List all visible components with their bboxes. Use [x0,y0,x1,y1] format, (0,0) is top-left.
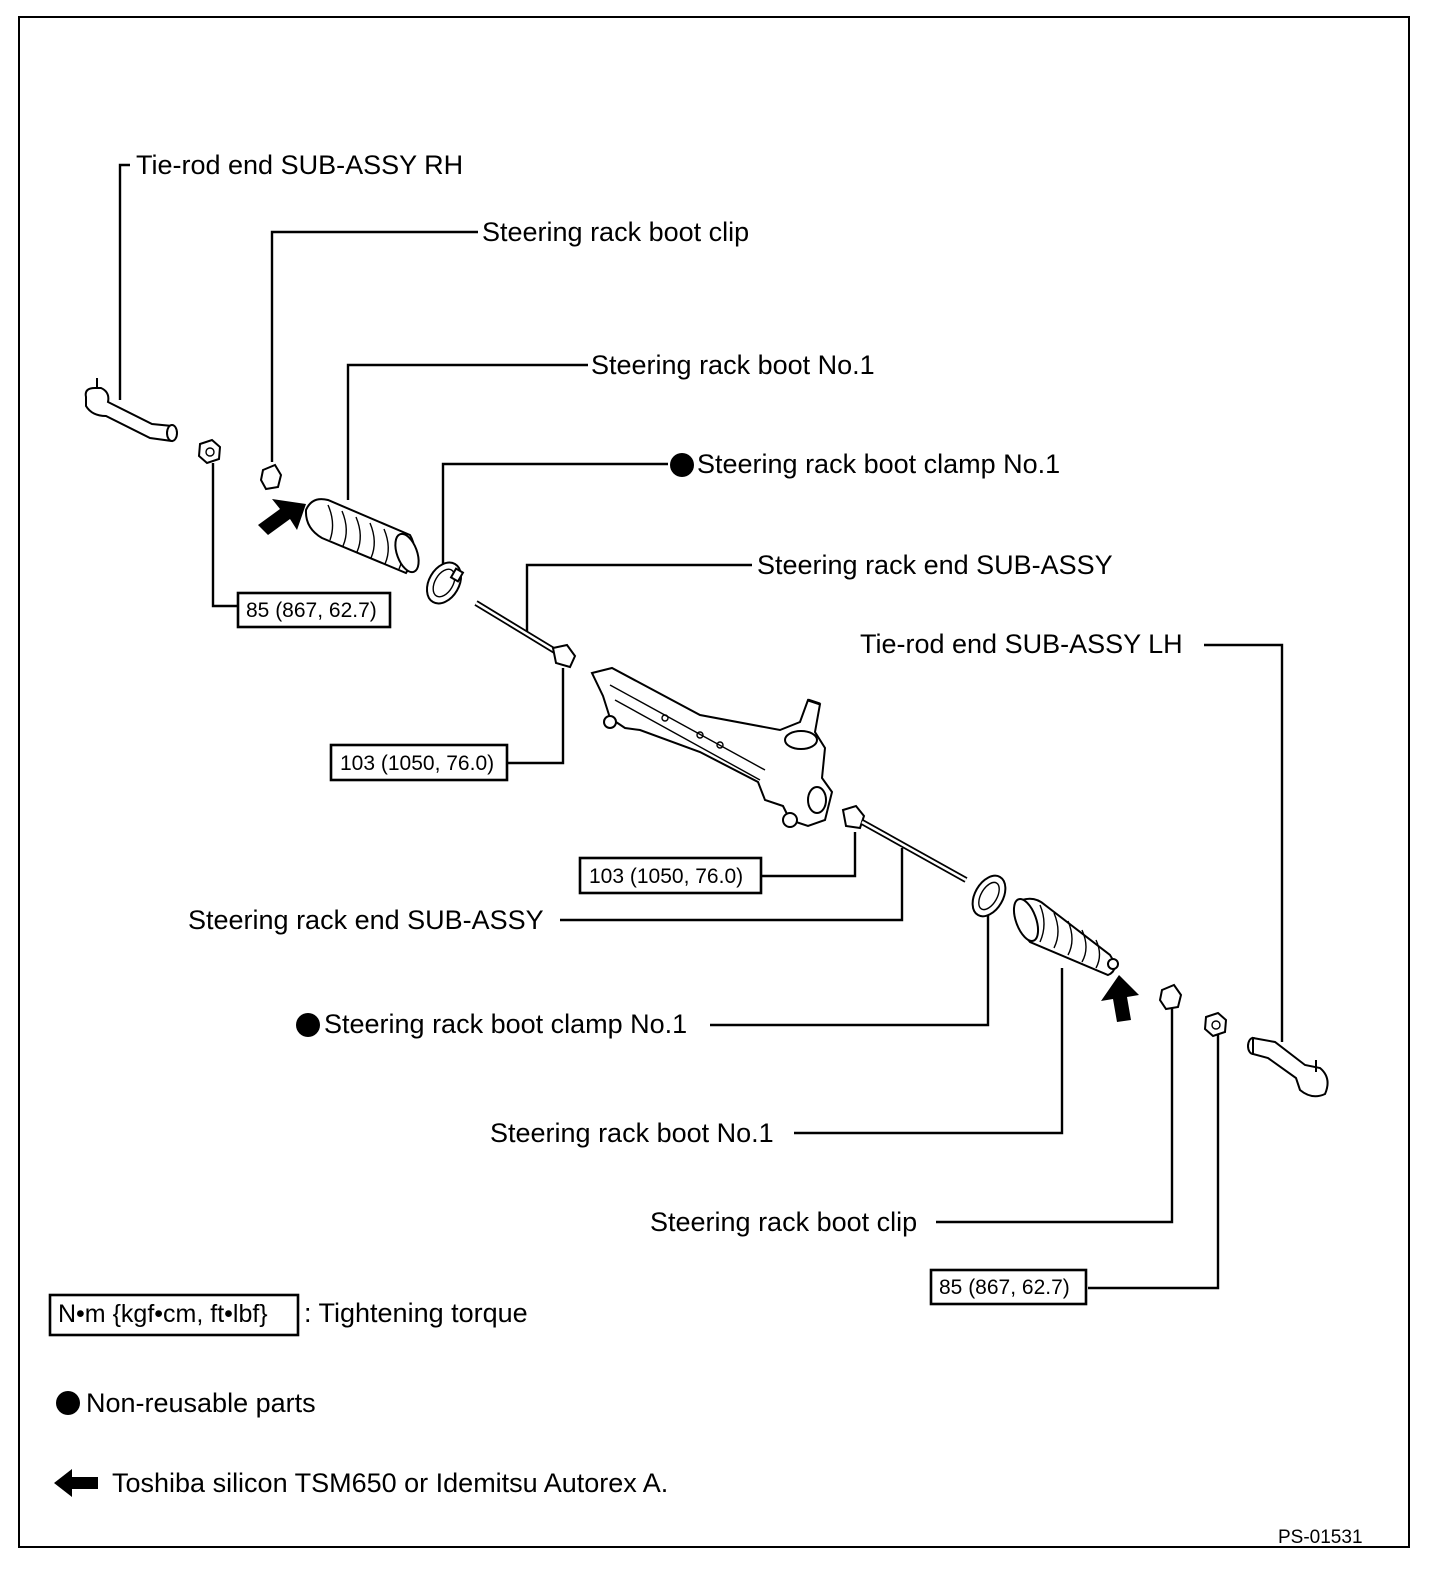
left-arrow-icon [54,1469,98,1497]
boot-clip-top [259,463,283,491]
leader-lines [118,163,1284,1290]
label-boot-clip-bottom: Steering rack boot clip [650,1207,917,1237]
boot-clamp-top [425,561,465,605]
figure-code: PS-01531 [1278,1527,1363,1548]
label-tie-rod-end-lh: Tie-rod end SUB-ASSY LH [860,629,1183,659]
torque-box-rh [236,591,392,629]
legend-grease-text: Toshiba silicon TSM650 or Idemitsu Autor… [112,1468,668,1498]
steering-gear-housing [590,666,834,828]
nut-lh [1203,1011,1228,1038]
torque-box-rack-end-upper [329,743,509,782]
legend-torque-text: : Tightening torque [304,1298,528,1328]
label-boot-clamp-bottom: Steering rack boot clamp No.1 [324,1009,687,1039]
torque-box-lh [929,1268,1088,1306]
boot-clip-bottom [1158,983,1183,1011]
non-reusable-icon [670,453,694,477]
filled-circle-icon [56,1391,80,1415]
torque-rack-end-upper: 103 (1050, 76.0) [340,752,494,775]
non-reusable-icon [296,1013,320,1037]
label-boot-no1-top: Steering rack boot No.1 [591,350,875,380]
torque-lh-tie-rod-nut: 85 (867, 62.7) [939,1276,1070,1299]
grease-arrow-bottom [1101,975,1139,1022]
boot-no1-bottom [1012,897,1119,977]
tie-rod-end-rh [84,378,178,443]
rack-end-bottom [841,804,968,883]
legend-non-reusable-text: Non-reusable parts [86,1388,316,1418]
label-boot-clip-top: Steering rack boot clip [482,217,749,247]
diagram-frame [18,16,1410,1548]
grease-arrow-top [258,499,306,535]
tie-rod-end-lh [1247,1036,1329,1098]
torque-rack-end-lower: 103 (1050, 76.0) [589,865,743,888]
label-tie-rod-end-rh: Tie-rod end SUB-ASSY RH [136,150,463,180]
torque-box-rack-end-lower [578,856,763,895]
label-rack-end-bottom: Steering rack end SUB-ASSY [188,905,544,935]
label-rack-end-top: Steering rack end SUB-ASSY [757,550,1113,580]
boot-no1-top [304,498,420,575]
legend-torque-box [48,1293,300,1337]
label-boot-no1-bottom: Steering rack boot No.1 [490,1118,774,1148]
boot-clamp-bottom [971,874,1007,918]
legend-torque-unit: N•m {kgf•cm, ft•lbf} [58,1300,268,1328]
rack-end-top [474,600,577,669]
label-boot-clamp-top: Steering rack boot clamp No.1 [697,449,1060,479]
torque-rh-tie-rod-nut: 85 (867, 62.7) [246,599,377,622]
nut-rh [197,438,222,465]
